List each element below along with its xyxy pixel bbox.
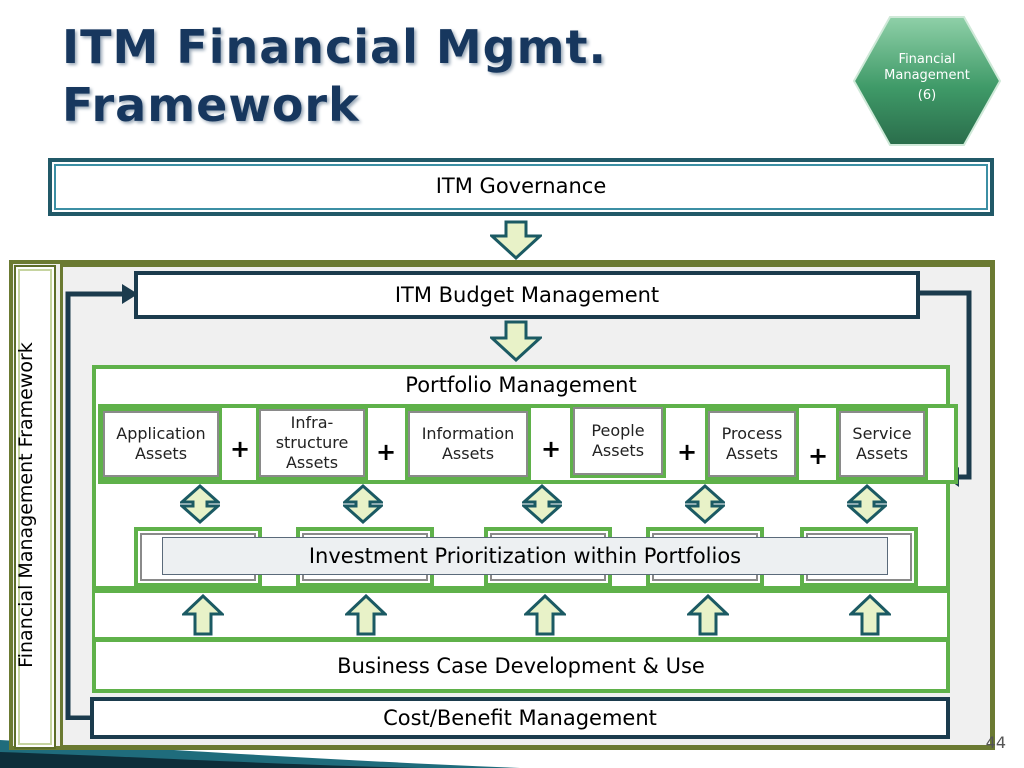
double-arrow-icon — [180, 484, 220, 524]
asset-infrastructure: Infra- structure Assets — [256, 406, 368, 480]
up-arrow-icon — [849, 594, 891, 636]
side-label: Financial Management Framework — [15, 342, 37, 668]
plus-sign: + — [375, 438, 397, 466]
up-arrow-icon — [687, 594, 729, 636]
plus-sign: + — [807, 442, 829, 470]
side-label-box — [14, 265, 56, 749]
up-arrow-icon — [345, 594, 387, 636]
governance-label: ITM Governance — [435, 174, 607, 198]
asset-service: Service Assets — [836, 408, 928, 480]
hexagon-badge-icon — [852, 16, 1002, 146]
cost-benefit-label: Cost/Benefit Management — [383, 706, 657, 730]
plus-sign: + — [229, 435, 251, 463]
asset-line: Information — [421, 424, 515, 443]
title-line-2: Framework — [62, 78, 360, 132]
slide-title: ITM Financial Mgmt. Framework — [62, 18, 762, 134]
governance-inner: ITM Governance — [54, 164, 988, 210]
asset-people: People Assets — [570, 404, 666, 478]
asset-line: Assets — [285, 453, 339, 472]
budget-box: ITM Budget Management — [134, 271, 920, 319]
badge-text: Financial Management (6) — [862, 52, 992, 104]
asset-line: Assets — [725, 444, 779, 463]
business-case-box: Business Case Development & Use — [92, 638, 950, 693]
bottom-swoosh — [0, 740, 520, 768]
page-number: 44 — [985, 733, 1006, 752]
investment-label: Investment Prioritization within Portfol… — [162, 537, 888, 575]
asset-line: Process — [721, 424, 783, 443]
asset-line: Application — [116, 424, 206, 443]
badge-line-2: Management — [884, 68, 970, 83]
badge-line-3: (6) — [917, 88, 937, 103]
feedback-loop-left — [65, 284, 138, 720]
asset-application: Application Assets — [100, 408, 222, 480]
asset-process: Process Assets — [705, 408, 799, 480]
plus-sign: + — [676, 438, 698, 466]
double-arrow-icon — [847, 484, 887, 524]
double-arrow-icon — [685, 484, 725, 524]
double-arrow-icon — [522, 484, 562, 524]
asset-line: Infra- — [290, 413, 334, 432]
plus-sign: + — [540, 435, 562, 463]
title-line-1: ITM Financial Mgmt. — [62, 20, 607, 74]
asset-line: Assets — [591, 441, 645, 460]
down-arrow-icon — [490, 220, 542, 260]
asset-line: People — [591, 421, 645, 440]
asset-line: Service — [852, 424, 912, 443]
budget-label: ITM Budget Management — [394, 283, 660, 307]
asset-line: Assets — [441, 444, 495, 463]
badge-line-1: Financial — [898, 52, 956, 67]
double-arrow-icon — [343, 484, 383, 524]
up-arrow-icon — [182, 594, 224, 636]
asset-information: Information Assets — [405, 408, 531, 480]
cost-benefit-box: Cost/Benefit Management — [90, 697, 950, 739]
asset-line: Assets — [134, 444, 188, 463]
business-case-label: Business Case Development & Use — [337, 654, 705, 678]
portfolio-label: Portfolio Management — [405, 373, 637, 397]
asset-line: structure — [275, 433, 349, 452]
up-arrow-icon — [524, 594, 566, 636]
asset-line: Assets — [855, 444, 909, 463]
down-arrow-icon — [490, 320, 542, 362]
